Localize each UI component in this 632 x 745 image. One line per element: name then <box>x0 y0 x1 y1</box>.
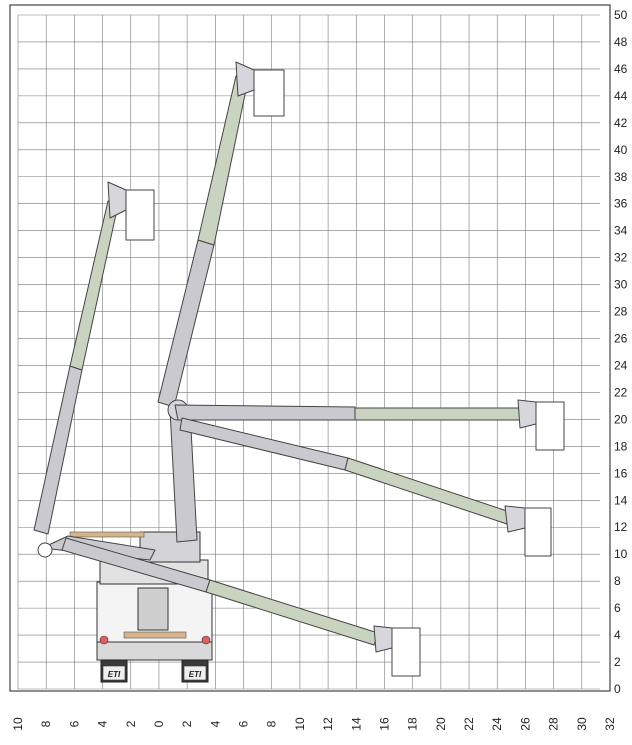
y-tick-label: 34 <box>614 224 628 238</box>
y-tick-label: 8 <box>614 574 621 588</box>
x-tick-label: 28 <box>547 717 561 731</box>
basket <box>253 69 285 117</box>
x-tick-label: 6 <box>67 720 81 727</box>
basket-bracket <box>373 625 393 653</box>
x-tick-label: 32 <box>603 717 617 731</box>
x-tick-label: 18 <box>406 717 420 731</box>
basket-bracket <box>517 399 537 429</box>
tail-light-right <box>201 635 211 645</box>
upper-boom-green-section <box>69 200 119 371</box>
boom-position-upper-left <box>33 181 156 561</box>
y-tick-label: 20 <box>614 412 628 426</box>
y-tick-label: 42 <box>614 116 628 130</box>
x-tick-label: 10 <box>11 717 25 731</box>
y-tick-label: 36 <box>614 197 628 211</box>
y-tick-label: 44 <box>614 89 628 103</box>
boom-position-low-reach <box>61 537 421 677</box>
boom-position-mid-angle <box>179 417 552 557</box>
x-tick-label: 2 <box>124 720 138 727</box>
y-tick-label: 0 <box>614 682 621 696</box>
upper-boom-gray-section <box>33 365 83 535</box>
x-tick-label: 4 <box>96 720 110 727</box>
boom-position-max-height <box>157 61 285 543</box>
truck-wood-beam <box>123 631 187 639</box>
basket <box>125 189 155 241</box>
y-tick-label: 38 <box>614 170 628 184</box>
x-tick-label: 6 <box>237 720 251 727</box>
y-tick-label: 6 <box>614 601 621 615</box>
y-tick-label: 40 <box>614 143 628 157</box>
upper-boom-gray-section <box>174 404 356 421</box>
truck: ETI ETI <box>69 531 213 683</box>
boom-positions <box>33 61 565 677</box>
y-tick-label: 26 <box>614 332 628 346</box>
x-tick-label: 4 <box>208 720 222 727</box>
basket <box>535 401 565 451</box>
y-tick-label: 2 <box>614 655 621 669</box>
y-tick-label: 30 <box>614 278 628 292</box>
upper-boom-gray-section <box>157 239 215 408</box>
x-tick-label: 12 <box>321 717 335 731</box>
y-axis-ticks: 0246810121416182022242628303234363840424… <box>614 8 628 696</box>
mudflap-left <box>102 665 126 681</box>
truck-mount-block <box>137 587 169 631</box>
boom-position-horizontal <box>174 399 565 451</box>
x-tick-label: 14 <box>349 717 363 731</box>
x-tick-label: 26 <box>518 717 532 731</box>
x-tick-label: 8 <box>39 720 53 727</box>
upper-boom-green-section <box>197 75 249 246</box>
y-tick-label: 14 <box>614 493 628 507</box>
y-tick-label: 46 <box>614 62 628 76</box>
basket-bracket <box>107 181 127 219</box>
x-tick-label: 22 <box>462 717 476 731</box>
y-tick-label: 24 <box>614 358 628 372</box>
boom-knuckle <box>37 542 53 558</box>
truck-bumper <box>96 641 213 661</box>
plot-border <box>9 4 611 692</box>
upper-boom-green-section <box>205 579 379 646</box>
basket <box>391 627 421 677</box>
y-tick-label: 18 <box>614 439 628 453</box>
x-tick-label: 0 <box>152 720 166 727</box>
y-tick-label: 48 <box>614 35 628 49</box>
y-tick-label: 32 <box>614 251 628 265</box>
basket-bracket <box>504 505 526 533</box>
y-tick-label: 10 <box>614 547 628 561</box>
y-tick-label: 28 <box>614 305 628 319</box>
upper-boom-gray-section <box>179 417 349 471</box>
upper-boom-green-section <box>344 457 511 525</box>
y-tick-label: 4 <box>614 628 621 642</box>
x-tick-label: 20 <box>434 717 448 731</box>
tail-light-left <box>99 635 109 645</box>
truck-badge-left: ETI <box>108 670 121 679</box>
mudflap-right <box>183 665 207 681</box>
y-tick-label: 12 <box>614 520 628 534</box>
x-tick-label: 2 <box>180 720 194 727</box>
upper-boom-green-section <box>354 407 521 421</box>
x-tick-label: 16 <box>377 717 391 731</box>
y-tick-label: 22 <box>614 385 628 399</box>
x-tick-label: 30 <box>575 717 589 731</box>
truck-badge-right: ETI <box>189 670 202 679</box>
y-tick-label: 16 <box>614 466 628 480</box>
x-tick-label: 10 <box>293 717 307 731</box>
x-tick-label: 24 <box>490 717 504 731</box>
y-tick-label: 50 <box>614 8 628 22</box>
basket <box>524 507 552 557</box>
x-tick-label: 8 <box>265 720 279 727</box>
wood-stowage-beam <box>69 531 145 538</box>
basket-bracket <box>235 61 255 97</box>
